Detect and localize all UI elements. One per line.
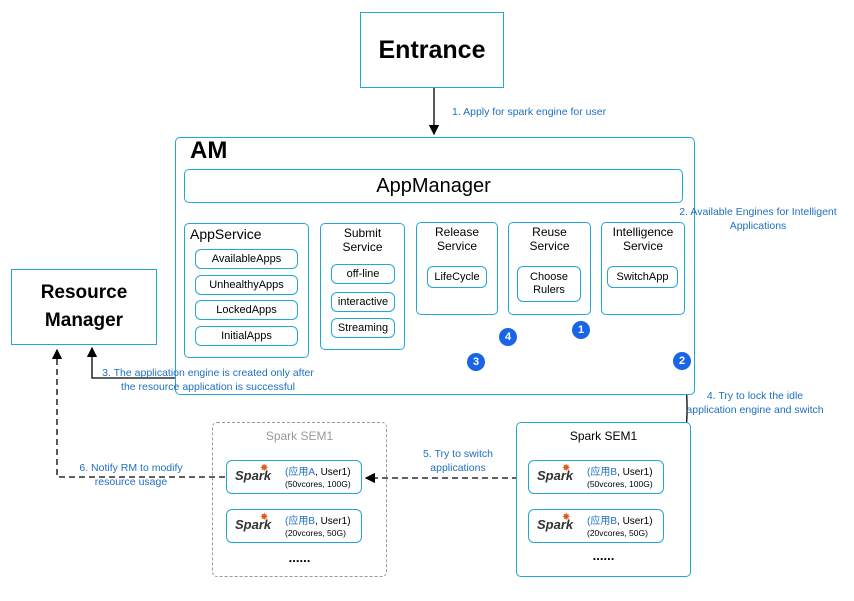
submit-item: Streaming	[331, 318, 395, 338]
card-user: , User1)	[315, 467, 351, 478]
spark-logo: Spark	[537, 468, 574, 483]
spark-star-icon: ✸	[562, 463, 571, 474]
sem-left-box	[212, 422, 387, 577]
spark-star-icon: ✸	[562, 512, 571, 523]
spark-logo: Spark	[235, 517, 272, 532]
card-resources: (20vcores, 50G)	[285, 528, 346, 538]
sem-right-title: Spark SEM1	[569, 429, 638, 443]
sem-right-card-2: Spark ✸ (应用B, User1) (20vcores, 50G)	[528, 509, 664, 543]
appmanager-label: AppManager	[376, 174, 491, 197]
rm-line2: Manager	[44, 310, 124, 331]
intelligence-service-title: Intelligence Service	[612, 225, 674, 253]
reuse-service-title: Reuse Service	[529, 225, 570, 253]
step-circle-4: 4	[499, 328, 517, 346]
card-user: , User1)	[315, 516, 351, 527]
entrance-label: Entrance	[378, 35, 486, 64]
sem-left-title: Spark SEM1	[265, 429, 334, 443]
appservice-item: UnhealthyApps	[195, 275, 298, 295]
step1-label: 1. Apply for spark engine for user	[452, 106, 607, 118]
release-item: LifeCycle	[427, 266, 487, 288]
card-resources: (20vcores, 50G)	[587, 528, 648, 538]
release-service-title: Release Service	[434, 225, 480, 253]
resource-manager-box: Resource Manager	[11, 269, 157, 345]
reuse-item: Choose Rulers	[517, 266, 581, 302]
sem-right-more: ......	[592, 548, 615, 563]
spark-logo: Spark	[537, 517, 574, 532]
step-circle-2: 2	[673, 352, 691, 370]
entrance-box: Entrance	[360, 12, 504, 88]
spark-star-icon: ✸	[260, 512, 269, 523]
step-circle-1: 1	[572, 321, 590, 339]
submit-item: off-line	[331, 264, 395, 284]
step5-label: 5. Try to switch applications	[422, 448, 494, 474]
step3-label: 3. The application engine is created onl…	[102, 367, 314, 393]
step-circle-3: 3	[467, 353, 485, 371]
card-resources: (50vcores, 100G)	[587, 479, 653, 489]
card-user: , User1)	[617, 467, 653, 478]
arrow-sem-to-rm	[51, 348, 225, 478]
card-user: , User1)	[617, 516, 653, 527]
sem-left-card-1: Spark ✸ (应用A, User1) (50vcores, 100G)	[226, 460, 362, 494]
step2-label: 2. Available Engines for Intelligent App…	[679, 206, 837, 232]
rm-line1: Resource	[40, 282, 128, 303]
switchapp-item: SwitchApp	[607, 266, 678, 288]
submit-item: interactive	[331, 292, 395, 312]
step6-label: 6. Notify RM to modify resource usage	[79, 462, 183, 488]
card-app: 应用B	[288, 516, 316, 527]
sem-left-card-2: Spark ✸ (应用B, User1) (20vcores, 50G)	[226, 509, 362, 543]
card-resources: (50vcores, 100G)	[285, 479, 351, 489]
spark-star-icon: ✸	[260, 463, 269, 474]
appservice-item: InitialApps	[195, 326, 298, 346]
am-label: AM	[190, 137, 228, 164]
step4-label: 4. Try to lock the idle application engi…	[686, 390, 824, 416]
submit-service-title: Submit Service	[342, 226, 383, 254]
sem-right-card-1: Spark ✸ (应用B, User1) (50vcores, 100G)	[528, 460, 664, 494]
card-app: 应用B	[590, 516, 618, 527]
spark-logo: Spark	[235, 468, 272, 483]
card-app: 应用B	[590, 467, 618, 478]
appservice-title: AppService	[190, 226, 262, 242]
sem-right-box	[516, 422, 691, 577]
appservice-item: LockedApps	[195, 300, 298, 320]
card-app: 应用A	[288, 467, 316, 478]
appservice-item: AvailableApps	[195, 249, 298, 269]
appmanager-bar: AppManager	[184, 169, 683, 203]
sem-left-more: ......	[288, 550, 311, 565]
